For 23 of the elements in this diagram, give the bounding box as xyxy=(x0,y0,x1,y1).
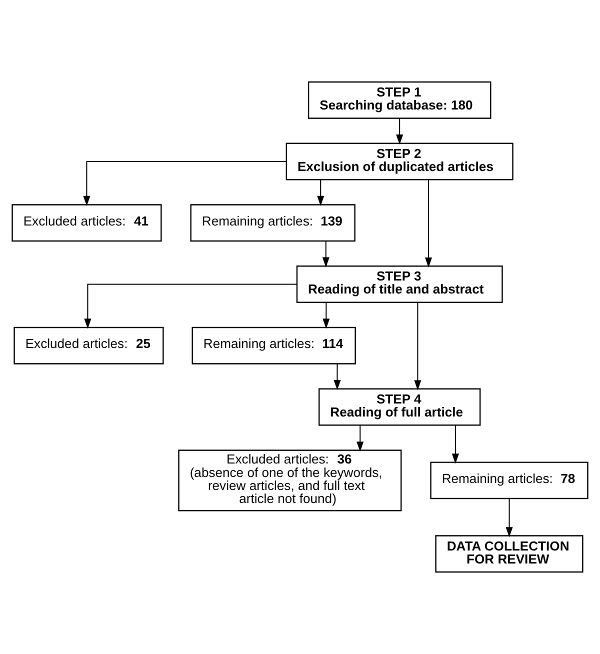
arrow xyxy=(425,180,432,268)
node-box: Remaining articles: 78 xyxy=(430,462,588,500)
node-box: STEP 1 Searching database: 180 xyxy=(308,81,492,119)
node-box: Remaining articles: 114 xyxy=(192,326,356,364)
arrow xyxy=(322,241,330,268)
node-box: STEP 3 Reading of title and abstract xyxy=(296,266,503,303)
node-box: Excluded articles: 36 (absence of one of the keywords, review articles, and full text article not found) xyxy=(178,450,402,512)
arrow xyxy=(356,425,364,452)
arrow xyxy=(322,302,330,329)
node-box: DATA COLLECTION FOR REVIEW xyxy=(435,535,584,573)
arrow xyxy=(396,118,404,145)
arrow xyxy=(334,364,341,390)
arrow xyxy=(452,425,459,464)
arrow xyxy=(83,161,286,206)
node-box: STEP 4 Reading of full article xyxy=(318,388,481,426)
node-box: Remaining articles: 139 xyxy=(190,204,356,242)
arrow xyxy=(506,498,513,538)
arrow xyxy=(84,284,297,329)
node-box: Excluded articles: 41 xyxy=(12,204,162,242)
node-box: Excluded articles: 25 xyxy=(14,326,164,364)
node-box: STEP 2 Exclusion of duplicated articles xyxy=(286,142,514,180)
arrow xyxy=(317,180,324,206)
arrow xyxy=(414,302,422,390)
